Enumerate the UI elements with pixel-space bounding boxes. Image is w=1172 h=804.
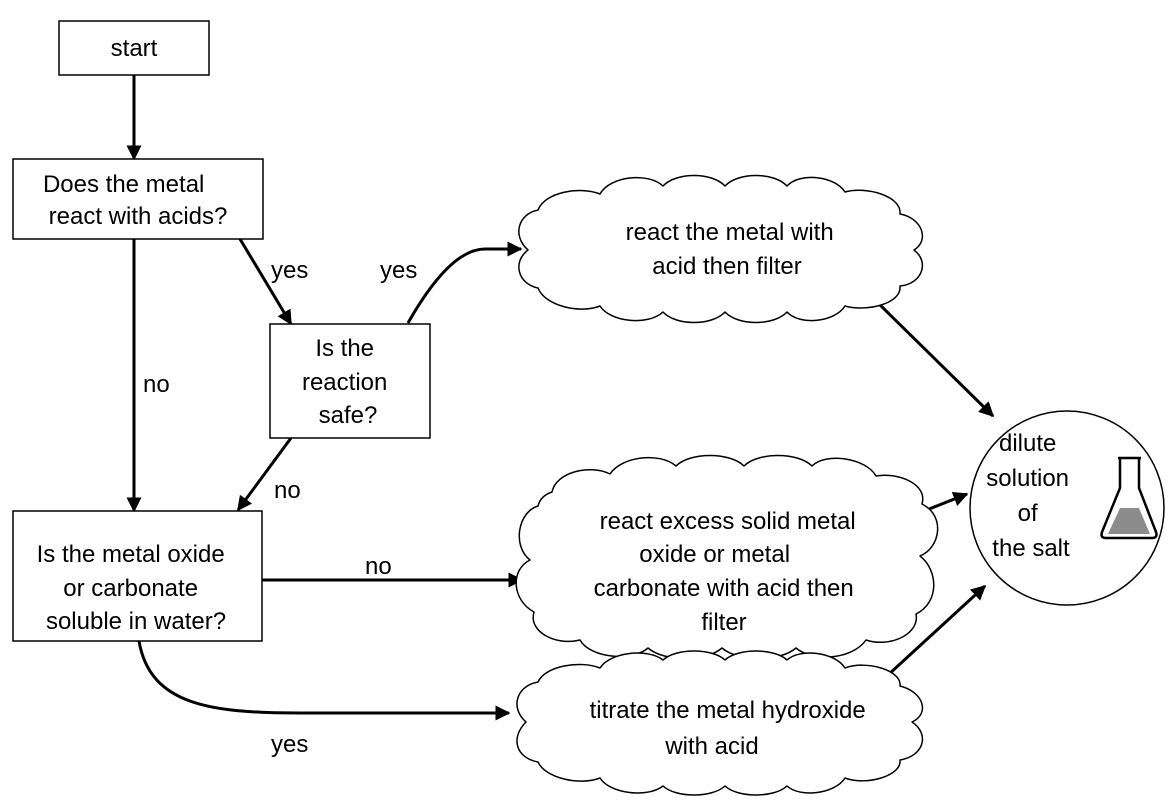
edge-label-yes-to-react-metal: yes [380, 257, 417, 284]
node-oxide-soluble-line: soluble in water? [46, 608, 226, 635]
node-react-excess-line: react excess solid metal [600, 508, 856, 535]
node-metal-react-line: Does the metal [43, 171, 204, 198]
edge-label-no-to-oxide: no [143, 371, 170, 398]
node-reaction-safe-line: reaction [302, 369, 387, 396]
node-react-excess-line: carbonate with acid then [594, 575, 854, 602]
node-titrate-line: with acid [664, 733, 758, 760]
node-dilute-line: dilute [999, 430, 1056, 457]
edges [126, 75, 995, 721]
node-react-metal-line: acid then filter [652, 253, 801, 280]
svg-text:Does the metal react wit: Does the metal react with acids? [43, 171, 227, 230]
svg-text:react the metal with aci: react the metal with acid then filter [626, 219, 841, 280]
edge-metal-react-to-safe [238, 238, 293, 326]
svg-text:react excess solid metal: react excess solid metal oxide or metal … [594, 508, 863, 636]
node-metal-react: Does the metal react with acids? [12, 158, 264, 240]
node-react-excess-line: filter [701, 609, 746, 636]
node-reaction-safe-line: safe? [319, 402, 378, 429]
edge-label-yes-to-safe: yes [271, 257, 308, 284]
node-reaction-safe-line: Is the [315, 335, 374, 362]
edge-oxide-to-titrate [137, 640, 511, 721]
edge-titrate-to-dilute [874, 584, 987, 688]
edge-label-yes-to-titrate: yes [271, 731, 308, 758]
node-reaction-safe: Is the reaction safe? [269, 323, 431, 439]
node-start-line: start [111, 35, 158, 62]
edge-label-no-from-safe: no [274, 477, 301, 504]
svg-text:titrate the metal hydroxide: titrate the metal hydroxide with acid [590, 697, 873, 760]
cloud-shape [518, 174, 924, 324]
cloud-shape [516, 650, 924, 796]
node-react-excess: react excess solid metal oxide or metal … [515, 454, 939, 660]
node-react-metal: react the metal with acid then filter [518, 174, 924, 324]
node-react-excess-line: oxide or metal [639, 541, 790, 568]
node-oxide-soluble-line: Is the metal oxide [37, 541, 225, 568]
node-metal-react-line: react with acids? [49, 203, 228, 230]
edge-safe-to-oxide [236, 437, 293, 512]
node-dilute-line: solution [986, 465, 1069, 492]
node-titrate-line: titrate the metal hydroxide [590, 697, 866, 724]
svg-text:dilute solution of: dilute solution of the salt [986, 430, 1075, 562]
node-dilute-line: the salt [992, 535, 1070, 562]
node-dilute: dilute solution of the salt [969, 410, 1165, 606]
node-titrate: titrate the metal hydroxide with acid [516, 650, 924, 796]
edge-react-metal-to-dilute [875, 300, 995, 418]
conical-flask-icon [1100, 456, 1158, 540]
edge-safe-to-react-metal [406, 241, 523, 324]
svg-text:Is the metal oxide or ca: Is the metal oxide or carbonate soluble … [37, 541, 232, 635]
node-dilute-line: of [1018, 500, 1038, 527]
node-react-metal-line: react the metal with [626, 219, 834, 246]
node-oxide-soluble-line: or carbonate [63, 575, 198, 602]
edge-labels: yes yes no no no yes [143, 257, 417, 758]
svg-text:Is the reaction sa: Is the reaction safe? [302, 335, 394, 429]
node-oxide-soluble: Is the metal oxide or carbonate soluble … [12, 510, 263, 642]
edge-label-no-to-excess: no [365, 553, 392, 580]
svg-text:start: start [111, 35, 158, 62]
cloud-shape [515, 454, 939, 660]
node-start: start [58, 20, 210, 76]
